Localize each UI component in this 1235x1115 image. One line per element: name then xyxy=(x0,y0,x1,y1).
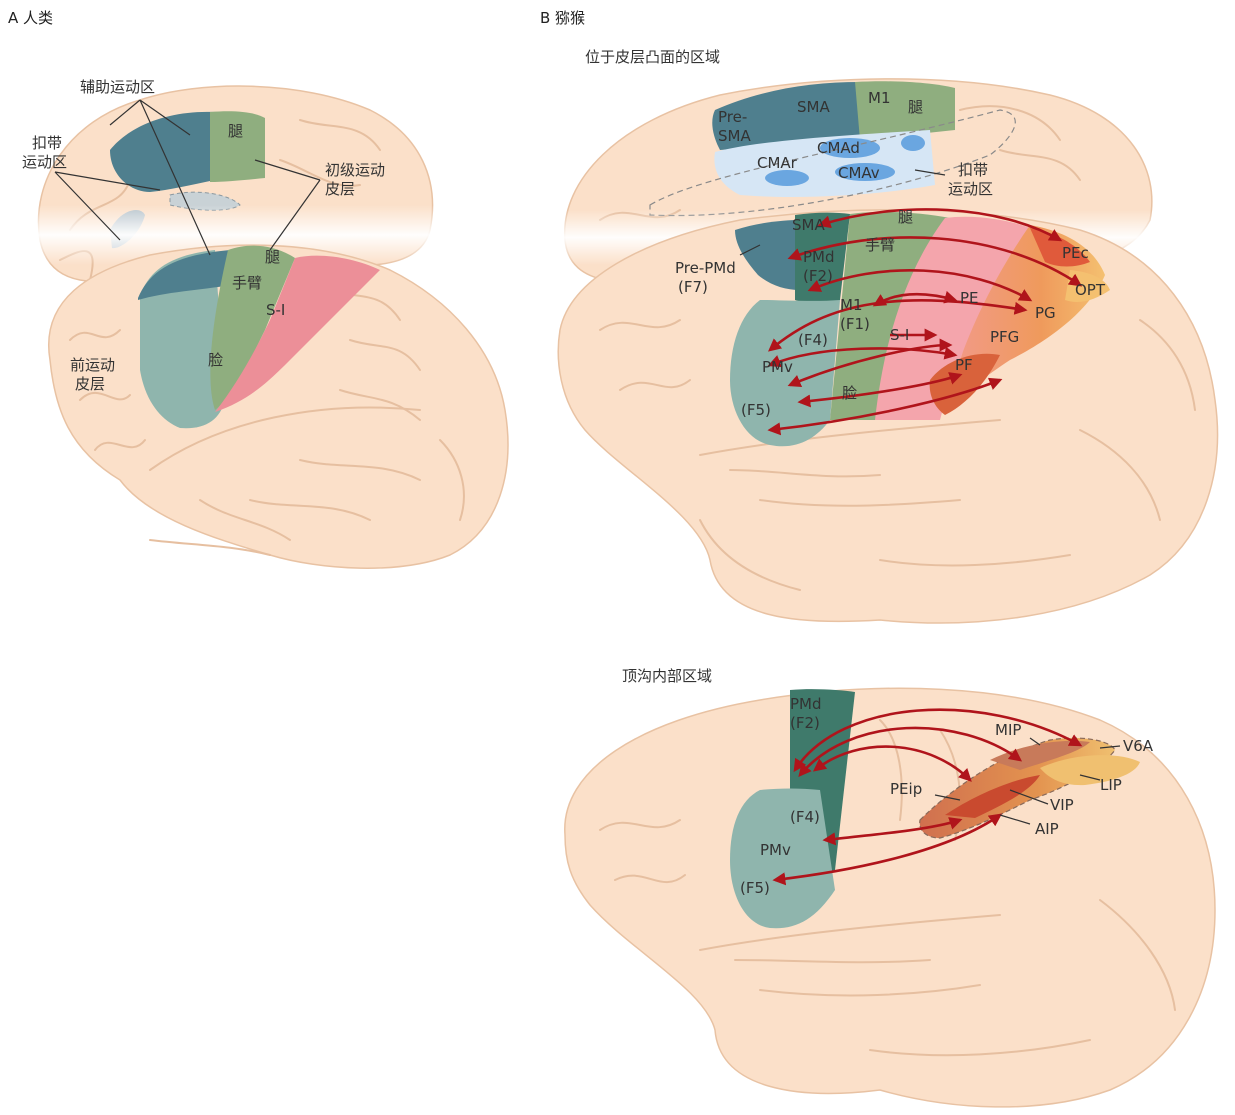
monkey2-lateral-hemisphere xyxy=(564,687,1216,1108)
label-sma-upper: SMA xyxy=(797,98,830,116)
label2-pmd-1: PMd xyxy=(790,695,822,713)
panel-b-bottom-subtitle: 顶沟内部区域 xyxy=(622,667,712,685)
panel-b-title: B 猕猴 xyxy=(540,9,585,27)
label-human-s1: S-I xyxy=(266,301,285,319)
label2-vip: VIP xyxy=(1050,796,1074,814)
label-human-primary-1: 初级运动 xyxy=(325,161,385,179)
label-f5: (F5) xyxy=(741,401,771,419)
label-pmd-2: (F2) xyxy=(803,267,833,285)
label-presma-2: SMA xyxy=(718,127,751,145)
monkey-bottom-arrows xyxy=(772,708,1083,886)
label-f4: (F4) xyxy=(798,331,828,349)
monkey-cmar xyxy=(765,170,809,186)
label-pec: PEc xyxy=(1062,244,1089,262)
monkey-top-pointers xyxy=(739,169,946,256)
label2-f4: (F4) xyxy=(790,808,820,826)
label-s1: S-I xyxy=(890,326,909,344)
label-cmav: CMAv xyxy=(838,164,880,182)
label-m1-2: (F1) xyxy=(840,315,870,333)
label2-peip: PEip xyxy=(890,780,922,798)
label-leg: 腿 xyxy=(898,208,913,226)
panel-a-title: A 人类 xyxy=(8,9,53,27)
panel-b-intraparietal: 顶沟内部区域 PMd (F2) (F4) PMv (F5) MIP V6A xyxy=(564,667,1216,1108)
label-human-leg: 腿 xyxy=(265,248,280,266)
label-human-arm: 手臂 xyxy=(232,274,262,292)
label-prepmd-1: Pre-PMd xyxy=(675,259,736,277)
monkey-prepmd xyxy=(735,220,800,290)
label-pe: PE xyxy=(960,289,979,307)
human-lateral-gyri xyxy=(69,289,465,556)
panel-b-convexity: B 猕猴 位于皮层凸面的区域 xyxy=(540,9,1219,624)
monkey-cma-spot-1 xyxy=(901,135,925,151)
label-pfg: PFG xyxy=(990,328,1019,346)
label2-mip: MIP xyxy=(995,721,1021,739)
label-human-premotor-2: 皮层 xyxy=(75,375,105,393)
label2-aip: AIP xyxy=(1035,820,1059,838)
label-human-premotor-1: 前运动 xyxy=(70,356,115,374)
human-sma-medial xyxy=(110,111,215,192)
label-cmad: CMAd xyxy=(817,139,860,157)
label2-f5: (F5) xyxy=(740,879,770,897)
label-presma-1: Pre- xyxy=(718,108,747,126)
human-sylvian-fissure xyxy=(149,406,421,471)
monkey-m1-medial xyxy=(855,81,955,140)
panel-a-human: A 人类 辅助运动区 扣带 运动区 初级运动 皮层 前运动 xyxy=(8,9,509,569)
human-sma-lateral xyxy=(138,250,232,300)
human-leg-medial xyxy=(210,111,265,182)
label-m1-1: M1 xyxy=(840,296,863,314)
monkey-cmav xyxy=(835,163,895,181)
label-human-primary-2: 皮层 xyxy=(325,180,355,198)
label-face: 脸 xyxy=(842,384,857,402)
human-s1 xyxy=(215,255,380,412)
monkey-lateral-gyri xyxy=(599,319,1196,591)
monkey-cingulate-sulcus xyxy=(649,109,1016,217)
label-prepmd-2: (F7) xyxy=(678,278,708,296)
label-pmd-1: PMd xyxy=(803,248,835,266)
human-pointer-lines xyxy=(54,99,321,256)
label-human-leg-top: 腿 xyxy=(228,122,243,140)
label-arm: 手臂 xyxy=(865,236,895,254)
label-human-cingulate-2: 运动区 xyxy=(22,153,67,171)
label2-lip: LIP xyxy=(1100,776,1122,794)
label2-pmd-2: (F2) xyxy=(790,714,820,732)
label-cingulate-1: 扣带 xyxy=(958,161,988,179)
label-pf: PF xyxy=(955,356,973,374)
label-pg: PG xyxy=(1035,304,1056,322)
label-opt: OPT xyxy=(1075,281,1106,299)
monkey2-vip xyxy=(945,775,1040,818)
label-sma: SMA xyxy=(792,216,825,234)
monkey2-sylvian xyxy=(699,914,1001,951)
monkey2-pointers xyxy=(934,737,1121,825)
monkey-presma-medial xyxy=(712,82,860,150)
label-human-face: 脸 xyxy=(208,351,223,369)
label-cingulate-2: 运动区 xyxy=(948,180,993,198)
monkey-top-arrows xyxy=(767,208,1083,436)
human-m1 xyxy=(210,245,295,410)
label-cmar: CMAr xyxy=(757,154,798,172)
label2-pmv: PMv xyxy=(760,841,791,859)
label-pmv: PMv xyxy=(762,358,793,376)
label-human-cingulate-1: 扣带 xyxy=(32,134,62,152)
panel-b-top-subtitle: 位于皮层凸面的区域 xyxy=(585,48,720,66)
label-m1-upper: M1 xyxy=(868,89,891,107)
label-human-sma: 辅助运动区 xyxy=(80,78,155,96)
label-leg-upper: 腿 xyxy=(908,98,923,116)
label2-v6a: V6A xyxy=(1123,737,1154,755)
